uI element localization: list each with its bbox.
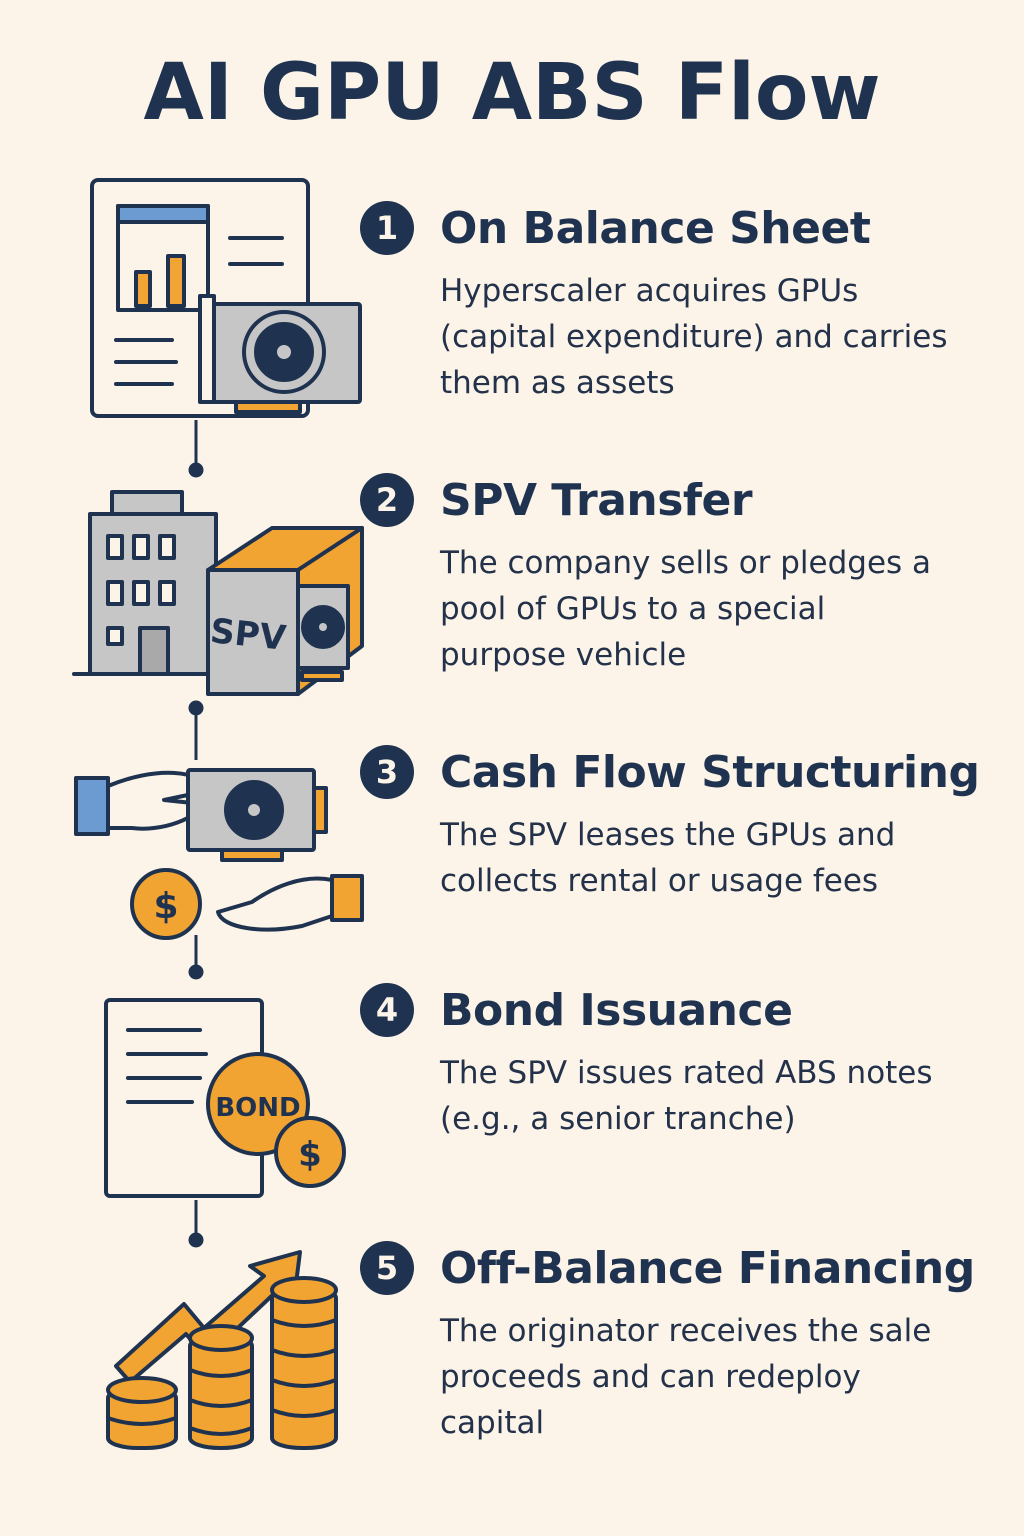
step-description: The company sells or pledges a pool of G… <box>440 545 932 673</box>
coin-dollar-label: $ <box>153 886 178 927</box>
connector-dot <box>188 1232 204 1248</box>
balance-sheet-gpu-icon <box>80 172 380 432</box>
building-spv-box-icon: SPV <box>72 486 372 706</box>
page-title: AI GPU ABS Flow <box>143 48 881 138</box>
step-number-badge: 3 <box>360 745 414 799</box>
step-description: The SPV issues rated ABS notes (e.g., a … <box>440 1055 933 1137</box>
spv-label: SPV <box>208 611 288 659</box>
step-4: 4 Bond Issuance The SPV issues rated ABS… <box>360 982 1000 1142</box>
lease-cash-exchange-icon: $ <box>72 762 372 942</box>
step-title: SPV Transfer <box>440 474 753 526</box>
step-title: Cash Flow Structuring <box>440 746 980 798</box>
step-number-badge: 4 <box>360 983 414 1037</box>
step-number-badge: 5 <box>360 1241 414 1295</box>
connector-dot <box>188 462 204 478</box>
step-title: On Balance Sheet <box>440 202 871 254</box>
step-3: 3 Cash Flow Structuring The SPV leases t… <box>360 744 1000 904</box>
step-title: Bond Issuance <box>440 984 793 1036</box>
growth-coins-icon <box>100 1248 350 1460</box>
connector-dot <box>188 964 204 980</box>
bond-document-icon: BOND $ <box>96 996 356 1206</box>
step-description: The originator receives the sale proceed… <box>440 1313 932 1441</box>
bond-dollar-label: $ <box>298 1135 322 1175</box>
bond-label: BOND <box>215 1093 300 1123</box>
step-number-badge: 2 <box>360 473 414 527</box>
step-title: Off-Balance Financing <box>440 1242 975 1294</box>
step-1: 1 On Balance Sheet Hyperscaler acquires … <box>360 200 1000 406</box>
step-description: Hyperscaler acquires GPUs (capital expen… <box>440 273 948 401</box>
step-2: 2 SPV Transfer The company sells or pled… <box>360 472 1000 678</box>
step-description: The SPV leases the GPUs and collects ren… <box>440 817 896 899</box>
step-5: 5 Off-Balance Financing The originator r… <box>360 1240 1000 1446</box>
step-number-badge: 1 <box>360 201 414 255</box>
